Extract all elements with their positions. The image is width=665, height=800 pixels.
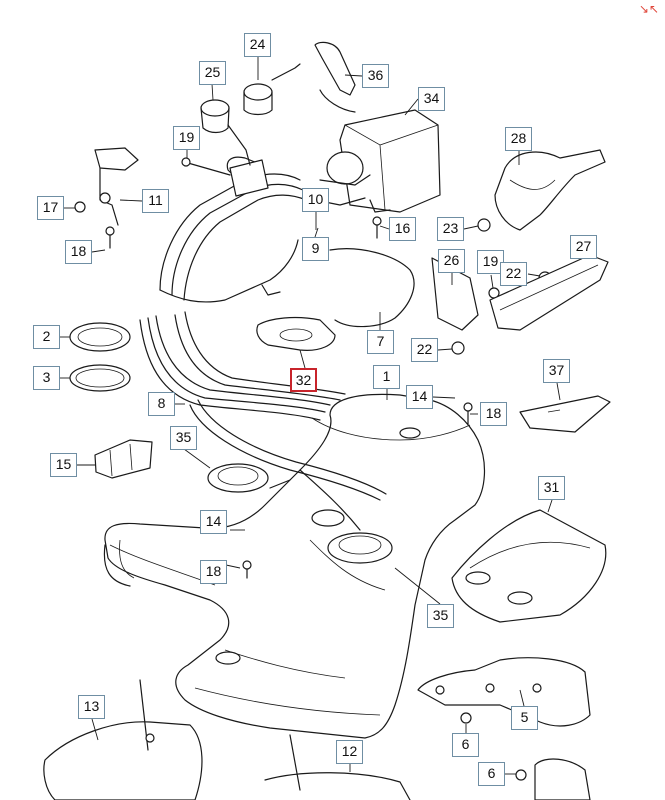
callout-35[interactable]: 35 (427, 604, 454, 628)
callout-31[interactable]: 31 (538, 476, 565, 500)
part-7-line (256, 248, 415, 351)
callout-10[interactable]: 10 (302, 188, 329, 212)
part-13 (43, 679, 203, 800)
callout-18[interactable]: 18 (480, 402, 507, 426)
callout-32-highlighted[interactable]: 32 (290, 368, 317, 392)
callout-27[interactable]: 27 (570, 235, 597, 259)
heat-shields-right (431, 149, 609, 331)
bracket-11 (94, 147, 139, 226)
callout-15[interactable]: 15 (50, 453, 77, 477)
callout-17[interactable]: 17 (37, 196, 64, 220)
heat-shield-6 (534, 758, 591, 800)
callout-18[interactable]: 18 (200, 560, 227, 584)
callout-26[interactable]: 26 (438, 249, 465, 273)
callout-13[interactable]: 13 (78, 695, 105, 719)
callout-19[interactable]: 19 (477, 250, 504, 274)
callout-1[interactable]: 1 (373, 365, 400, 389)
callout-16[interactable]: 16 (389, 217, 416, 241)
callout-12[interactable]: 12 (336, 740, 363, 764)
fuel-tank (103, 393, 486, 739)
callout-34[interactable]: 34 (418, 87, 445, 111)
carbon-canister (314, 109, 441, 213)
callout-25[interactable]: 25 (199, 61, 226, 85)
callout-19[interactable]: 19 (173, 126, 200, 150)
locking-rings (69, 322, 131, 392)
callout-37[interactable]: 37 (543, 359, 570, 383)
part-12 (264, 734, 411, 800)
callout-7[interactable]: 7 (367, 330, 394, 354)
callout-36[interactable]: 36 (362, 64, 389, 88)
callout-5[interactable]: 5 (511, 706, 538, 730)
callout-11[interactable]: 11 (142, 189, 169, 213)
callout-6[interactable]: 6 (478, 762, 505, 786)
callout-22[interactable]: 22 (500, 262, 527, 286)
callout-35[interactable]: 35 (170, 426, 197, 450)
callout-24[interactable]: 24 (244, 33, 271, 57)
heat-shield-5 (417, 657, 591, 727)
callout-28[interactable]: 28 (505, 127, 532, 151)
fuel-lines (139, 311, 387, 531)
callout-9[interactable]: 9 (302, 237, 329, 261)
callout-2[interactable]: 2 (33, 325, 60, 349)
part-36-bracket (314, 41, 356, 113)
heat-shield-31 (451, 509, 607, 623)
callout-6[interactable]: 6 (452, 733, 479, 757)
fasteners (74, 157, 552, 781)
callout-18[interactable]: 18 (65, 240, 92, 264)
expand-arrows-icon[interactable]: ↘↖ (638, 2, 659, 16)
label-37 (519, 395, 611, 433)
clip-15 (94, 439, 153, 479)
callout-8[interactable]: 8 (148, 392, 175, 416)
callout-14[interactable]: 14 (406, 385, 433, 409)
callout-3[interactable]: 3 (33, 366, 60, 390)
callout-14[interactable]: 14 (200, 510, 227, 534)
vent-valves (200, 63, 301, 166)
filler-neck-assembly (159, 156, 307, 303)
callout-23[interactable]: 23 (437, 217, 464, 241)
callout-22[interactable]: 22 (411, 338, 438, 362)
